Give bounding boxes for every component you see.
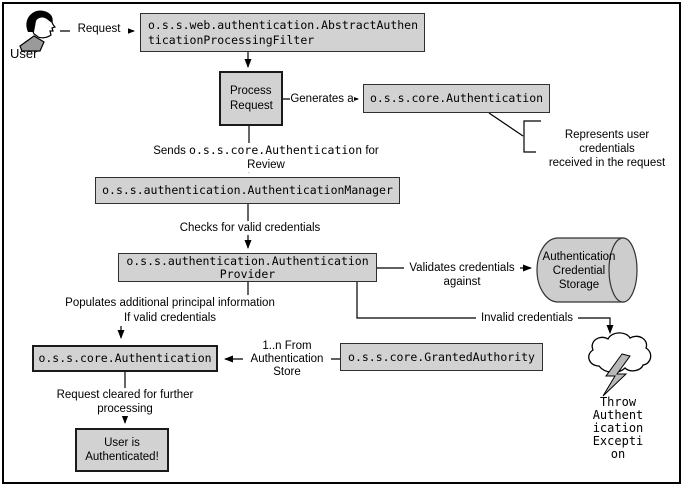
validates-against-label: Validates credentials against <box>404 261 520 289</box>
sends-review-label: Sends o.s.s.core.Authentication for Revi… <box>133 143 399 172</box>
storage-label: Authentication Credential Storage <box>542 251 616 291</box>
authentication-box-bottom: o.s.s.core.Authentication <box>32 345 218 372</box>
checks-credentials-label: Checks for valid credentials <box>174 221 326 235</box>
throw-exception-label: Throw Authent ication Excepti on <box>592 395 644 461</box>
generates-a-label: Generates a <box>290 92 354 106</box>
request-cleared-label: Request cleared for further processing <box>50 388 200 416</box>
user-label: User <box>10 46 38 61</box>
storage-cylinder-icon <box>536 237 638 303</box>
annotation-bracket <box>523 120 541 153</box>
user-authenticated-box: User is Authenticated! <box>75 428 169 472</box>
sends-code: o.s.s.core.Authentication <box>189 143 363 157</box>
sends-prefix: Sends <box>153 145 190 157</box>
request-label: Request <box>70 22 128 36</box>
cloud-lightning-icon <box>588 332 652 397</box>
represents-credentials-label: Represents user credentials received in … <box>548 129 666 169</box>
lightning-bolt-icon <box>602 353 631 397</box>
authentication-provider-box: o.s.s.authentication.Authentication Prov… <box>118 253 377 282</box>
populates-principal-label: Populates additional principal informati… <box>54 296 286 326</box>
invalid-credentials-label: Invalid credentials <box>476 311 578 325</box>
authentication-box-top: o.s.s.core.Authentication <box>363 84 550 113</box>
user-icon <box>19 10 57 52</box>
sends-suffix: for Review <box>247 145 379 171</box>
edge-annotation-diagonal <box>488 112 524 137</box>
from-store-label: 1..n From Authentication Store <box>243 340 331 379</box>
filter-box: o.s.s.web.authentication.AbstractAuthen … <box>140 13 425 52</box>
granted-authority-box: o.s.s.core.GrantedAuthority <box>340 343 543 371</box>
authentication-manager-box: o.s.s.authentication.AuthenticationManag… <box>95 177 400 204</box>
process-request-box: Process Request <box>219 71 283 126</box>
